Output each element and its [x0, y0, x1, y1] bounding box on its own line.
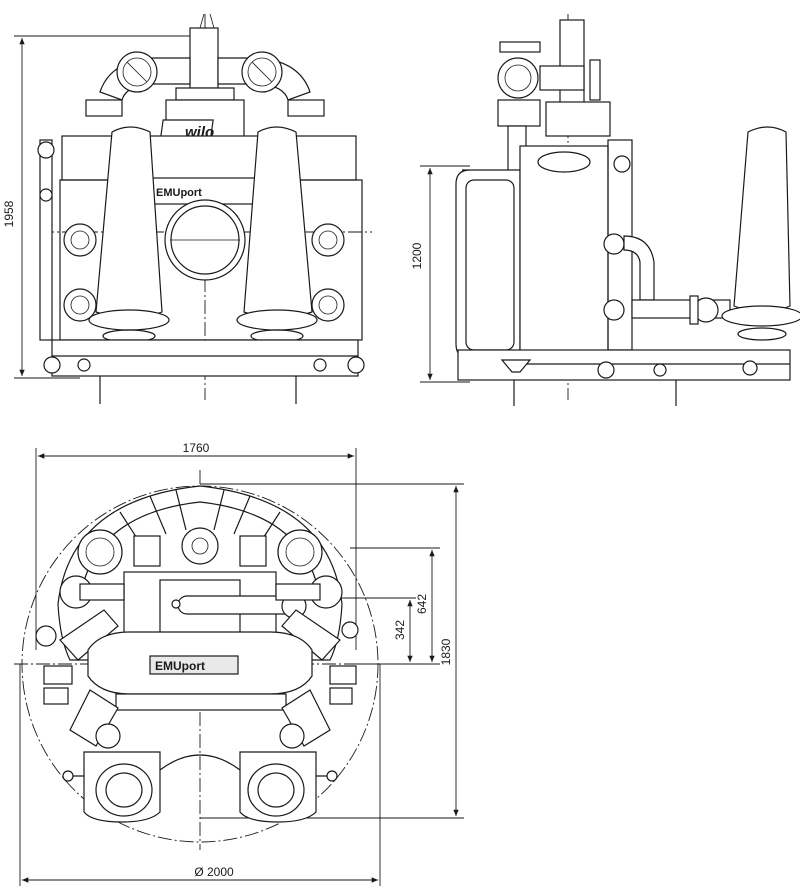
dimension-label-1958: 1958: [2, 200, 16, 227]
lower-pump-bowls: [62, 751, 338, 823]
emuport-label-front: EMUport: [156, 187, 202, 199]
side-view: 1200: [410, 14, 800, 406]
dimension-label-642: 642: [415, 594, 429, 614]
emuport-label-top: EMUport: [155, 659, 205, 673]
dimension-label-diameter: Ø 2000: [194, 865, 234, 879]
front-pump-cones: [88, 126, 318, 343]
dimension-1200: 1200: [410, 165, 470, 383]
dimension-1760: 1760: [35, 441, 357, 650]
dimension-diameter: Ø 2000: [19, 664, 381, 886]
dimension-1830: 1830: [200, 483, 464, 819]
top-view: 1760 1830 642 342 Ø 2000: [14, 441, 464, 886]
dimension-1958: 1958: [2, 35, 200, 379]
dimension-label-1200: 1200: [410, 242, 424, 269]
dimension-label-1830: 1830: [439, 638, 453, 665]
dimension-342: 342: [300, 597, 416, 662]
dimension-label-342: 342: [393, 620, 407, 640]
dimension-label-1760: 1760: [183, 441, 210, 455]
front-view: 1958 wilo: [2, 13, 372, 404]
front-side-flanges: [37, 139, 345, 341]
dimension-642: 642: [350, 547, 440, 665]
